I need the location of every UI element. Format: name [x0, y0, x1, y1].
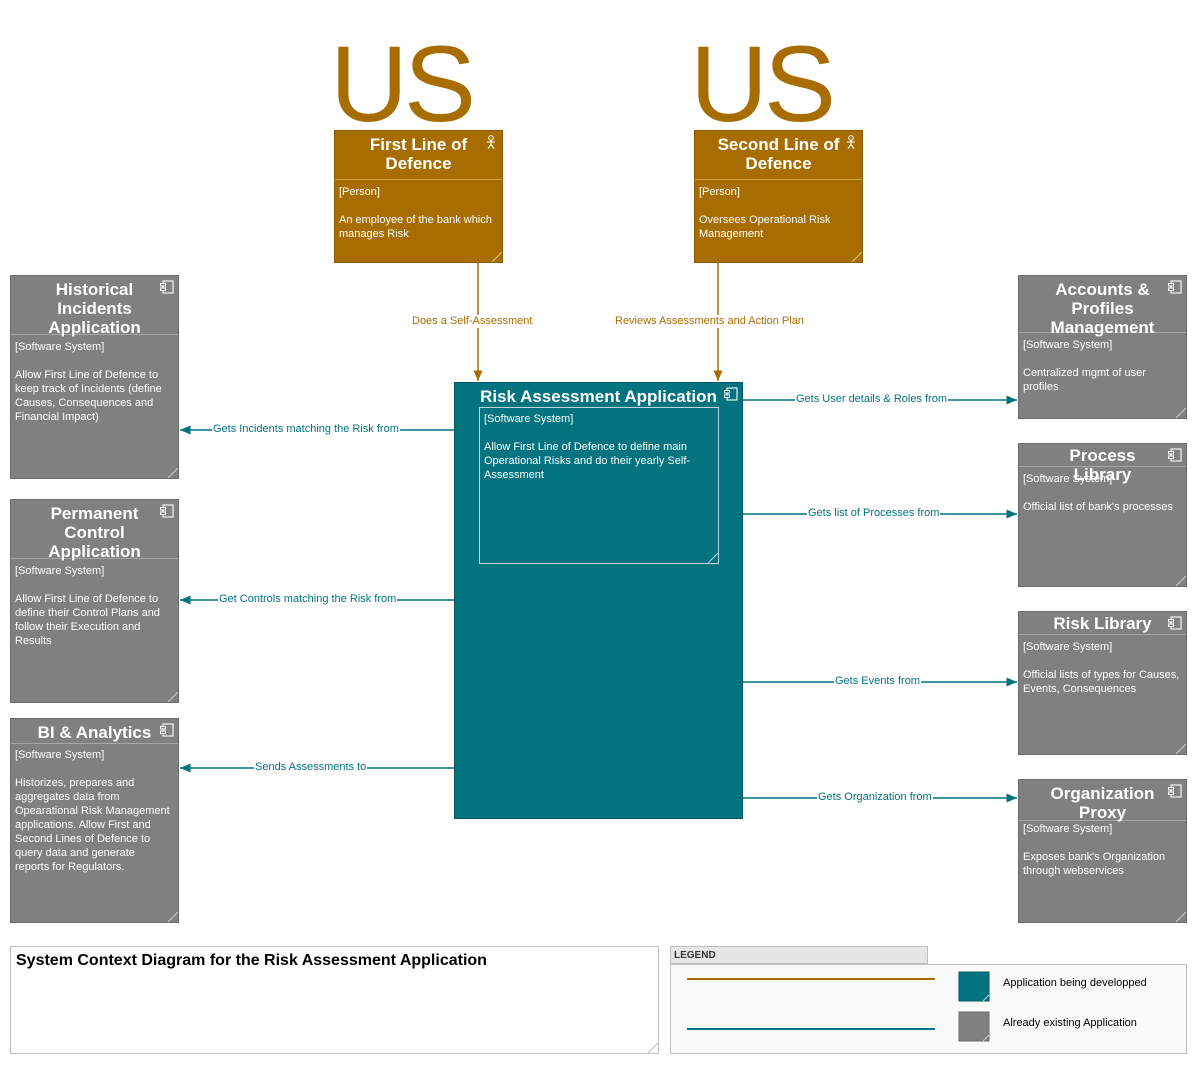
system-title: Process Library — [1069, 446, 1136, 484]
fold-corner — [168, 912, 178, 922]
label-processes: Gets list of Processes from — [807, 507, 941, 520]
system-description: Allow First Line of Defence to define ma… — [484, 441, 691, 481]
person-description: An employee of the bank which manages Ri… — [339, 214, 492, 240]
person-first-line[interactable]: First Line of Defence [Person] An employ… — [334, 130, 503, 263]
label-sends: Sends Assessments to — [254, 761, 368, 774]
system-type: [Software System] — [15, 749, 105, 761]
component-icon — [1168, 448, 1182, 462]
label-organization: Gets Organization from — [817, 791, 933, 804]
system-title: Historical Incidents Application — [48, 280, 141, 337]
legend-swatch-existing — [958, 1011, 990, 1042]
fold-corner — [1176, 576, 1186, 586]
legend-title: LEGEND — [670, 946, 928, 964]
system-title: Permanent Control Application — [48, 504, 141, 561]
system-description: Centralized mgmt of user profiles — [1023, 367, 1146, 393]
diagram-caption: System Context Diagram for the Risk Asse… — [10, 946, 659, 1054]
fold-corner — [492, 252, 502, 262]
system-description: Exposes bank's Organization through webs… — [1023, 851, 1166, 877]
legend-swatch-developed — [958, 971, 990, 1002]
component-icon — [160, 723, 174, 737]
system-description: Historizes, prepares and aggregates data… — [15, 777, 170, 873]
system-permanent-control[interactable]: Permanent Control Application [Software … — [10, 499, 179, 703]
label-incidents: Gets Incidents matching the Risk from — [212, 423, 400, 436]
fold-corner — [852, 252, 862, 262]
label-events: Gets Events from — [834, 675, 921, 688]
system-type: [Software System] — [15, 565, 105, 577]
fold-corner — [168, 692, 178, 702]
system-description: Official list of bank's processes — [1023, 501, 1173, 513]
person-icon — [487, 135, 495, 149]
system-description: Allow First Line of Defence to keep trac… — [15, 369, 162, 423]
system-organization-proxy[interactable]: Organization Proxy [Software System] Exp… — [1018, 779, 1187, 923]
person-title: Second Line of Defence — [717, 135, 840, 173]
legend-swatches — [687, 971, 990, 1042]
label-self-assessment: Does a Self-Assessment — [411, 315, 534, 328]
system-type: [Software System] — [1023, 339, 1113, 351]
person-type: [Person] — [699, 186, 740, 198]
label-reviews: Reviews Assessments and Action Plan — [614, 315, 805, 328]
component-icon — [160, 280, 174, 294]
system-risk-assessment[interactable]: Risk Assessment Application [Software Sy… — [454, 382, 743, 819]
us-logo: US — [690, 23, 836, 144]
system-type: [Software System] — [484, 413, 574, 425]
us-logo: US — [330, 23, 476, 144]
legend-existing: Already existing Application — [1003, 1017, 1137, 1029]
component-icon — [1168, 616, 1182, 630]
fold-corner — [1176, 408, 1186, 418]
system-type: [Software System] — [1023, 823, 1113, 835]
label-controls: Get Controls matching the Risk from — [218, 593, 398, 606]
system-title: BI & Analytics — [37, 723, 152, 742]
person-second-line[interactable]: Second Line of Defence [Person] Oversees… — [694, 130, 863, 263]
system-description: Allow First Line of Defence to define th… — [15, 593, 160, 647]
system-type: [Software System] — [1023, 473, 1113, 485]
component-icon — [1168, 280, 1182, 294]
legend-being-developed: Application being developped — [1003, 977, 1147, 989]
system-title: Organization Proxy — [1050, 784, 1155, 822]
label-user-details: Gets User details & Roles from — [795, 393, 948, 406]
person-icon — [847, 135, 855, 149]
system-accounts-profiles[interactable]: Accounts & Profiles Management [Software… — [1018, 275, 1187, 419]
system-historical-incidents[interactable]: Historical Incidents Application [Softwa… — [10, 275, 179, 479]
system-title: Accounts & Profiles Management — [1050, 280, 1155, 337]
person-description: Oversees Operational Risk Management — [699, 214, 831, 240]
person-type: [Person] — [339, 186, 380, 198]
system-title: Risk Library — [1053, 614, 1152, 633]
fold-corner — [168, 468, 178, 478]
component-icon — [160, 504, 174, 518]
diagram-title: System Context Diagram for the Risk Asse… — [16, 952, 487, 969]
fold-corner — [1176, 744, 1186, 754]
person-title: First Line of Defence — [369, 135, 468, 173]
system-type: [Software System] — [15, 341, 105, 353]
fold-corner — [1176, 912, 1186, 922]
system-description: Official lists of types for Causes, Even… — [1023, 669, 1180, 695]
system-title: Risk Assessment Application — [480, 387, 717, 406]
system-type: [Software System] — [1023, 641, 1113, 653]
fold-corner — [708, 553, 718, 563]
fold-corner — [648, 1043, 658, 1053]
component-icon — [724, 387, 738, 401]
component-icon — [1168, 784, 1182, 798]
legend: LEGEND Application being developped Alre… — [670, 946, 1187, 1054]
system-bi-analytics[interactable]: BI & Analytics [Software System] Histori… — [10, 718, 179, 923]
system-risk-library[interactable]: Risk Library [Software System] Official … — [1018, 611, 1187, 755]
system-details-panel: [Software System] Allow First Line of De… — [479, 407, 719, 564]
system-process-library[interactable]: Process Library [Software System] Offici… — [1018, 443, 1187, 587]
